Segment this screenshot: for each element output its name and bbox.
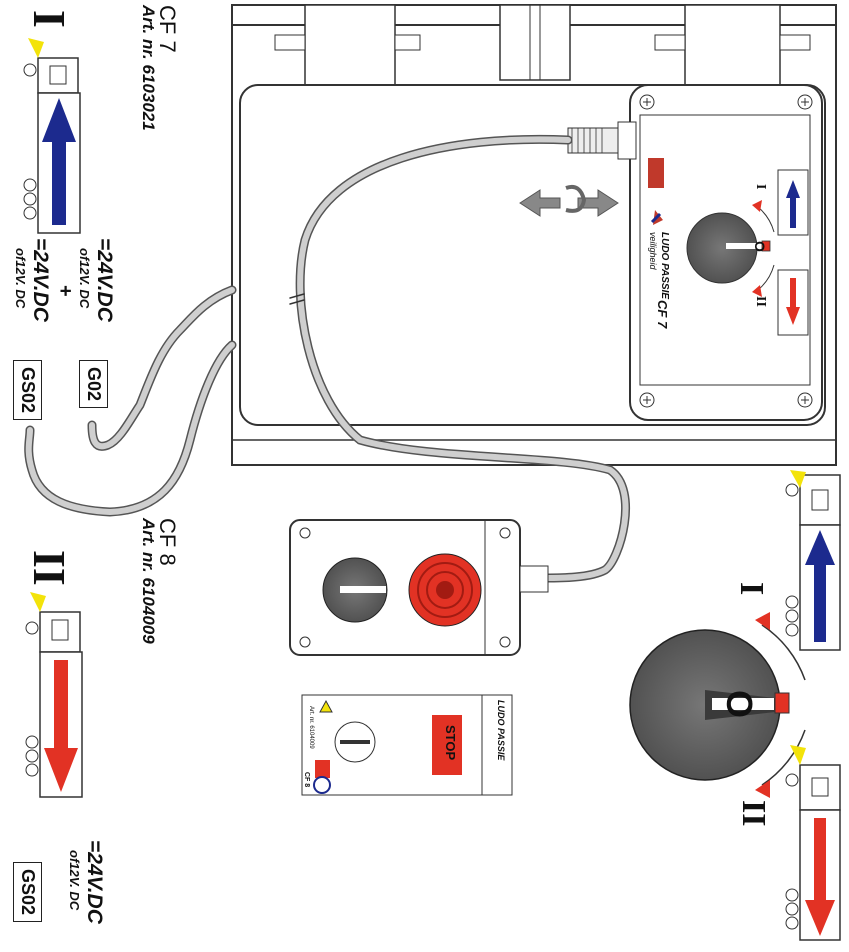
supply-alt-gs02: of12V. DC [13, 248, 28, 309]
selector-knob [322, 557, 388, 623]
supply-alt-g02: of12V. DC [77, 248, 92, 309]
sticker-model: CF 8 [303, 772, 310, 788]
position-one-marker-left: I [24, 10, 75, 28]
large-rotary-knob [629, 612, 806, 798]
truck-reverse-large [785, 745, 841, 941]
position-zero-large: O [719, 690, 760, 719]
sticker-brand: LUDO PASSIE [496, 700, 506, 761]
sticker-article: Art. nr. 6104009 [308, 706, 314, 749]
emergency-stop-button [408, 553, 482, 627]
module-g02: G02 [79, 360, 108, 409]
cf7-article-number: Art. nr. 6103021 [139, 5, 158, 131]
panel-position-zero: O [752, 241, 768, 252]
supply-plus: + [54, 285, 76, 297]
module-gs02-bottom: GS02 [13, 862, 42, 923]
supply-alt-bottom: of12V. DC [67, 850, 82, 911]
module-gs02-top: GS02 [13, 360, 42, 421]
position-two-marker-left: II [24, 550, 75, 586]
rotation-hint [519, 184, 619, 217]
cf8-article-number: Art. nr. 6104009 [139, 518, 158, 644]
supply-voltage-g02: =24V.DC [93, 238, 116, 322]
supply-voltage-bottom: =24V.DC [83, 840, 106, 924]
sticker-stop-label: STOP [443, 725, 458, 761]
panel-brand: LUDO PASSIE [659, 232, 670, 300]
panel-position-one: I [753, 184, 768, 190]
panel-model: CF 7 [655, 300, 670, 329]
truck-forward-left [23, 38, 81, 234]
cables [24, 134, 630, 583]
truck-reverse-left [25, 592, 83, 798]
cf8-sticker [301, 694, 513, 796]
position-one-large: I [733, 582, 770, 596]
supply-voltage-gs02: =24V.DC [29, 238, 52, 322]
cf7-control-panel [567, 84, 823, 421]
position-two-large: II [735, 800, 772, 827]
panel-brand-sub: veiligheid [648, 232, 658, 270]
truck-forward-large [785, 470, 841, 651]
panel-position-two: II [753, 296, 768, 307]
